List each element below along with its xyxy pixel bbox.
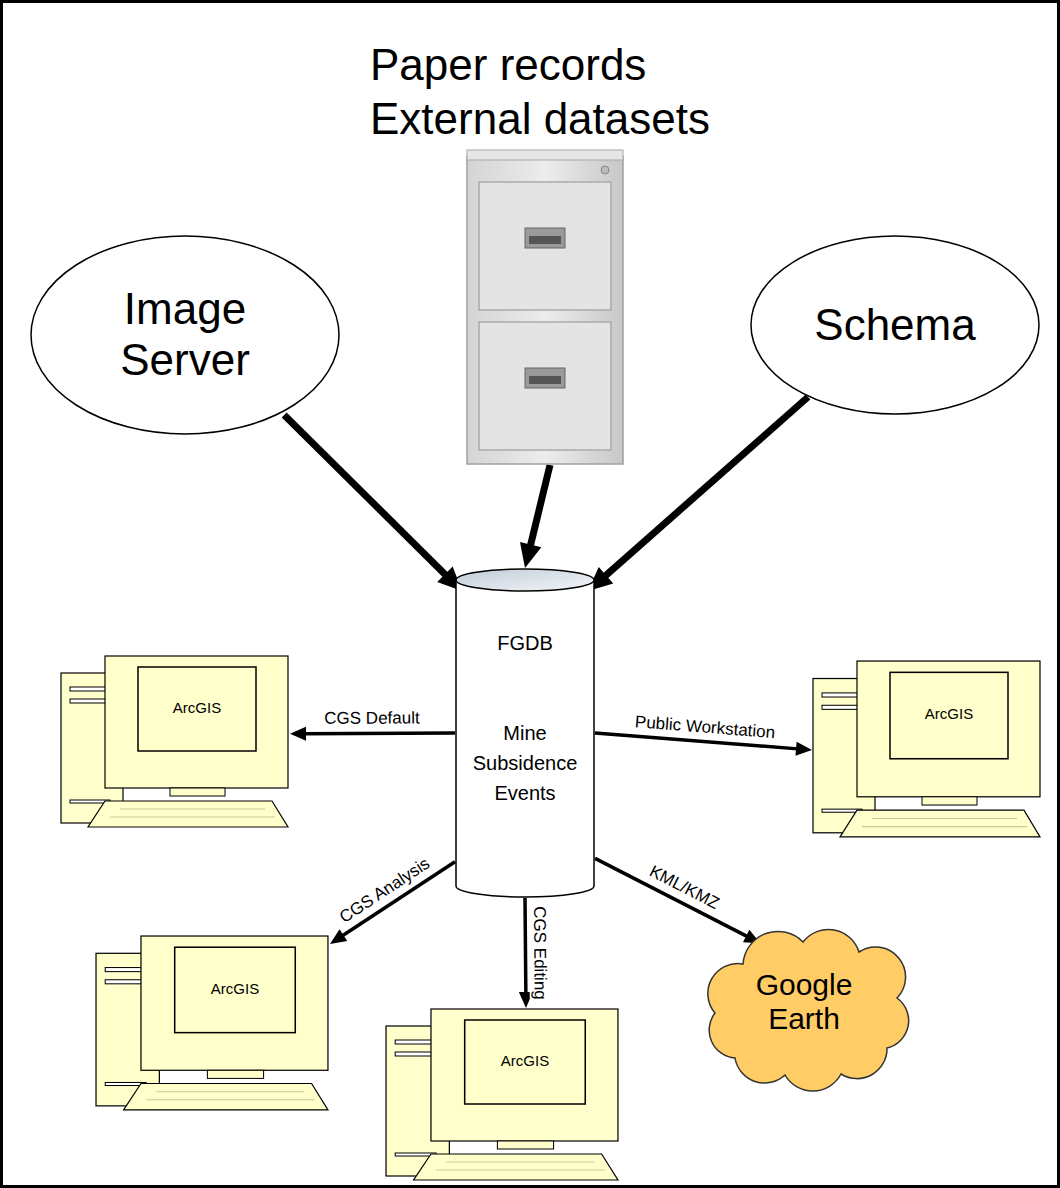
database-name: FGDB [465, 628, 585, 658]
filing-cabinet-illustration [465, 148, 625, 468]
connector-line [595, 858, 748, 936]
computer-node: ArcGIS [812, 660, 1042, 840]
connector-arrow [290, 727, 455, 741]
ellipse-label: Schema [814, 300, 975, 351]
connector-arrow [520, 465, 550, 568]
connector-line [284, 415, 446, 576]
computer-icon [60, 655, 290, 830]
arrowhead [796, 742, 812, 756]
computer-icon [385, 1008, 620, 1183]
connector-line [604, 397, 808, 577]
screen-label: ArcGIS [925, 705, 973, 722]
ellipse-label: Image Server [75, 284, 295, 385]
connector-line [304, 731, 455, 735]
screen-label: ArcGIS [501, 1052, 549, 1069]
computer-icon [95, 935, 330, 1113]
database-node: FGDB Mine Subsidence Events [455, 568, 595, 898]
computer-node: ArcGIS [385, 1008, 620, 1183]
cloud-label: Google Earth [729, 968, 879, 1037]
computer-node: ArcGIS [60, 655, 290, 830]
records-label: Paper records [370, 38, 710, 92]
cloud-node: Google Earth [695, 918, 913, 1086]
screen-label: ArcGIS [173, 699, 221, 716]
database-description: Mine Subsidence Events [465, 718, 585, 808]
edge-label: CGS Default [322, 710, 424, 729]
records-node: Paper recordsExternal datasets [350, 30, 750, 465]
connector-arrow [284, 415, 462, 591]
arrowhead [520, 542, 541, 568]
screen-label: ArcGIS [211, 979, 259, 996]
ellipse-node: Schema [750, 235, 1040, 415]
edge-label: CGS Editing [530, 903, 550, 1003]
connector-arrow [595, 858, 760, 943]
connector-line [523, 898, 527, 994]
computer-node: ArcGIS [95, 935, 330, 1113]
records-label: External datasets [370, 92, 710, 146]
computer-icon [812, 660, 1042, 840]
records-heading: Paper recordsExternal datasets [370, 38, 710, 146]
ellipse-node: Image Server [30, 235, 340, 435]
edge-label: CGS Analysis [334, 853, 436, 929]
arrowhead [290, 727, 306, 741]
connector-line [530, 465, 550, 547]
arrowhead [330, 929, 347, 944]
